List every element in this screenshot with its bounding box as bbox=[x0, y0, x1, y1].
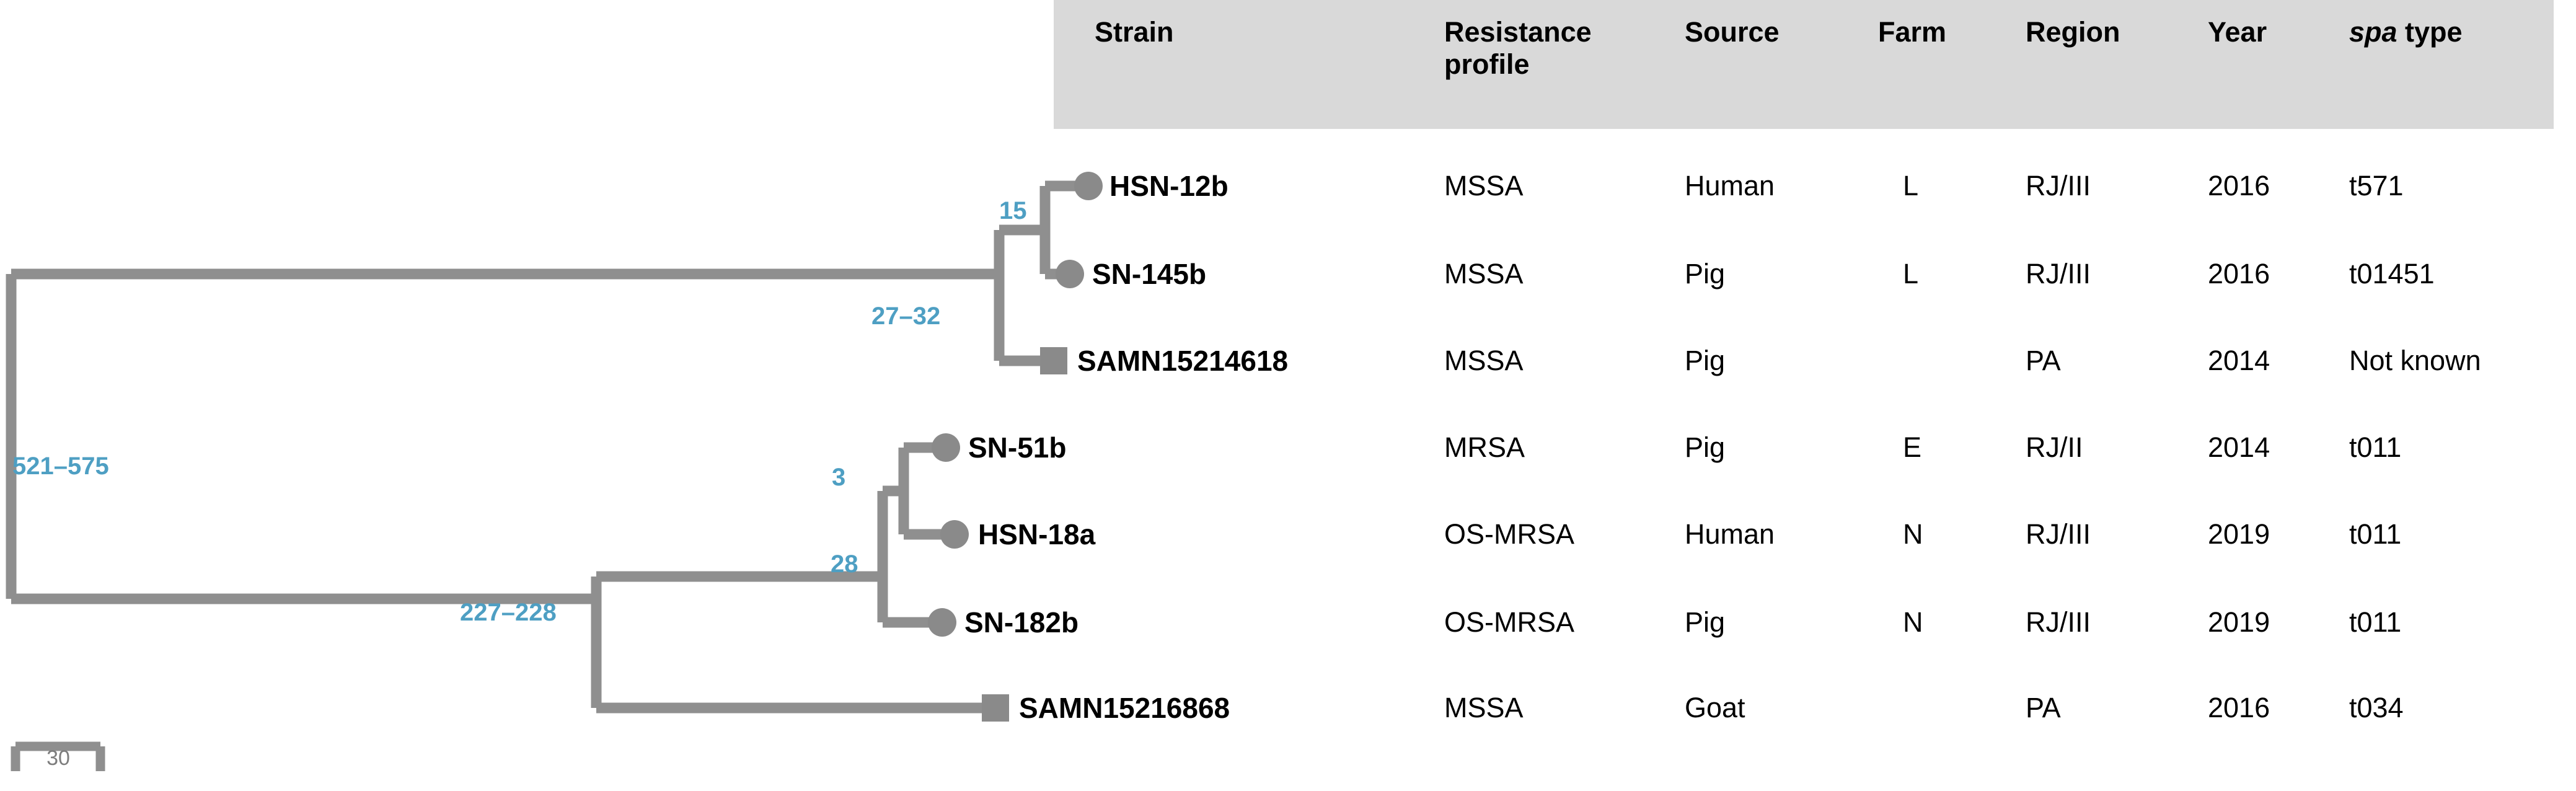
tip-label-samn15216868: SAMN15216868 bbox=[1019, 692, 1230, 724]
table-row: RJ/III bbox=[2026, 258, 2091, 289]
table-row: 2016 bbox=[2208, 692, 2270, 723]
table-header-band bbox=[1054, 0, 2554, 129]
table-row: Human bbox=[1685, 518, 1775, 550]
table-row: RJ/III bbox=[2026, 606, 2091, 638]
spa-italic-word: spa bbox=[2349, 16, 2397, 48]
tip-marker-sn-145b bbox=[1056, 260, 1084, 288]
table-row: PA bbox=[2026, 345, 2061, 376]
table-row: 2019 bbox=[2208, 606, 2270, 638]
table-row: t011 bbox=[2349, 518, 2402, 550]
table-row: E bbox=[1903, 431, 1922, 463]
column-header-resistance-profile: Resistance profile bbox=[1444, 16, 1592, 80]
table-row: Pig bbox=[1685, 431, 1726, 463]
table-row: Goat bbox=[1685, 692, 1745, 723]
table-row: MSSA bbox=[1444, 258, 1524, 289]
table-row: 2014 bbox=[2208, 431, 2270, 463]
table-row: t01451 bbox=[2349, 258, 2435, 289]
branch-label-521-575: 521–575 bbox=[12, 453, 109, 480]
table-row: 2019 bbox=[2208, 518, 2270, 550]
table-row: t571 bbox=[2349, 170, 2404, 201]
table-row: RJ/III bbox=[2026, 518, 2091, 550]
table-row: t034 bbox=[2349, 692, 2404, 723]
table-row: MRSA bbox=[1444, 431, 1525, 463]
table-row: MSSA bbox=[1444, 170, 1524, 201]
tip-marker-hsn-18a bbox=[940, 520, 969, 549]
tip-marker-samn15216868 bbox=[982, 694, 1009, 722]
table-row: Pig bbox=[1685, 606, 1726, 638]
table-row: MSSA bbox=[1444, 345, 1524, 376]
tip-marker-hsn-12b bbox=[1074, 172, 1103, 200]
column-header-region: Region bbox=[2026, 16, 2120, 48]
table-row: OS-MRSA bbox=[1444, 606, 1575, 638]
column-header-year: Year bbox=[2208, 16, 2267, 48]
column-header-strain: Strain bbox=[1095, 16, 1174, 48]
table-row: Not known bbox=[2349, 345, 2481, 376]
spa-type-word: type bbox=[2397, 16, 2463, 48]
branch-label-227-228: 227–228 bbox=[460, 599, 557, 626]
column-header-source: Source bbox=[1685, 16, 1780, 48]
tip-label-samn15214618: SAMN15214618 bbox=[1077, 345, 1289, 377]
table-row: 2016 bbox=[2208, 170, 2270, 201]
table-row: Pig bbox=[1685, 258, 1726, 289]
phylogenetic-tree bbox=[6, 172, 1103, 771]
table-row: RJ/II bbox=[2026, 431, 2083, 463]
table-row: L bbox=[1903, 170, 1919, 201]
scale-bar-label: 30 bbox=[46, 746, 70, 770]
table-row: PA bbox=[2026, 692, 2061, 723]
branch-label-28: 28 bbox=[831, 550, 858, 578]
tip-label-hsn-12b: HSN-12b bbox=[1109, 170, 1228, 202]
branch-label-3: 3 bbox=[832, 464, 846, 491]
table-row: MSSA bbox=[1444, 692, 1524, 723]
tip-marker-sn-182b bbox=[928, 608, 956, 637]
table-row: Human bbox=[1685, 170, 1775, 201]
tip-marker-samn15214618 bbox=[1040, 347, 1067, 374]
tip-label-hsn-18a: HSN-18a bbox=[978, 518, 1096, 550]
scale-bar-bracket bbox=[11, 741, 105, 771]
table-row: 2016 bbox=[2208, 258, 2270, 289]
table-row: Pig bbox=[1685, 345, 1726, 376]
tip-marker-sn-51b bbox=[932, 433, 960, 462]
table-row: N bbox=[1903, 606, 1923, 638]
tip-label-sn-51b: SN-51b bbox=[968, 431, 1067, 464]
column-header-farm: Farm bbox=[1878, 16, 1947, 48]
column-header-spa-type: spa type bbox=[2349, 16, 2463, 48]
table-row: 2014 bbox=[2208, 345, 2270, 376]
table-row: t011 bbox=[2349, 431, 2402, 463]
table-row: L bbox=[1903, 258, 1919, 289]
tip-label-sn-145b: SN-145b bbox=[1092, 258, 1207, 290]
tip-label-sn-182b: SN-182b bbox=[964, 606, 1079, 639]
table-row: t011 bbox=[2349, 606, 2402, 638]
table-row: OS-MRSA bbox=[1444, 518, 1575, 550]
table-row: RJ/III bbox=[2026, 170, 2091, 201]
branch-label-27-32: 27–32 bbox=[871, 303, 941, 330]
table-row: N bbox=[1903, 518, 1923, 550]
branch-label-15: 15 bbox=[999, 197, 1027, 224]
